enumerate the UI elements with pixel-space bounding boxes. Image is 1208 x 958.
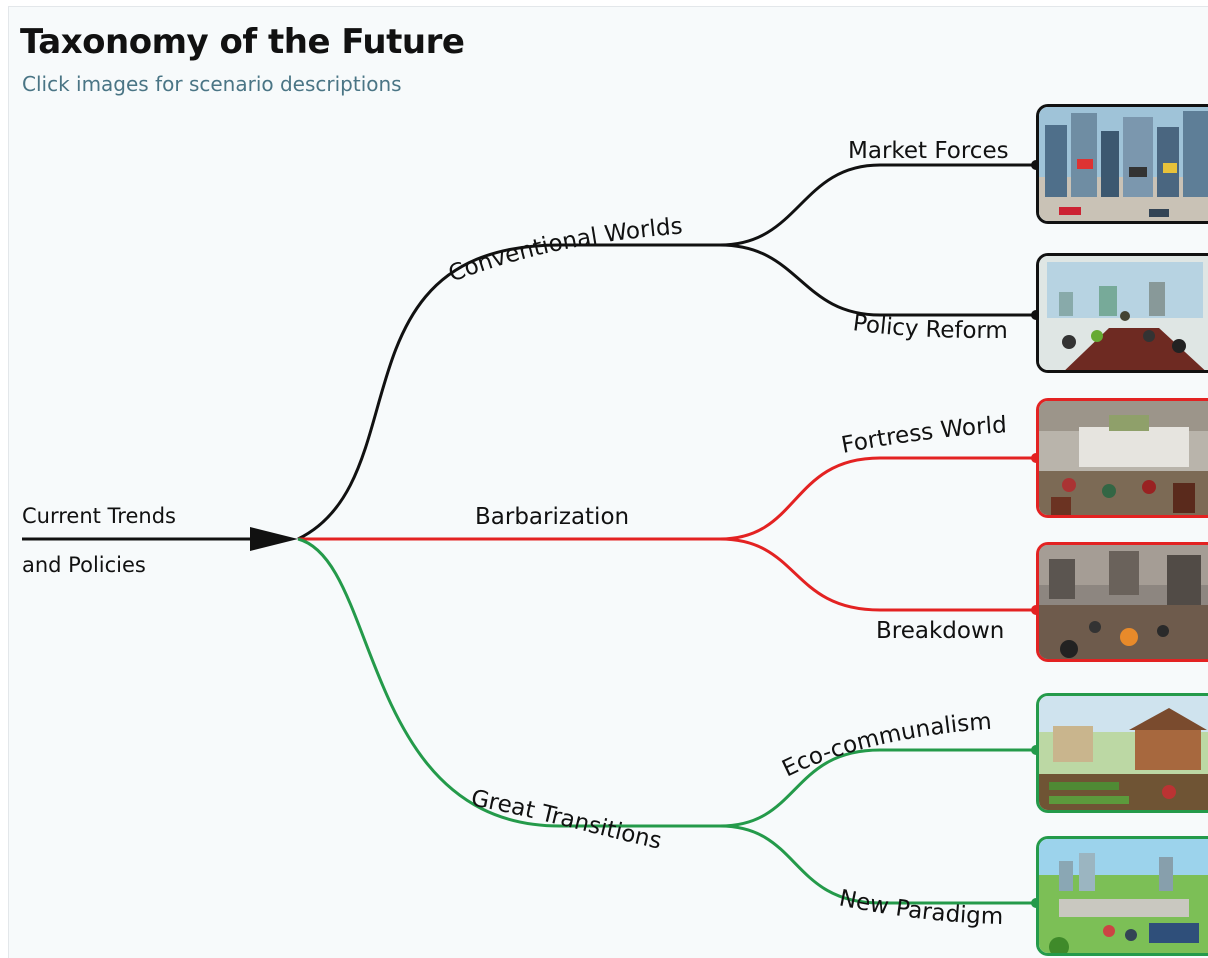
breakdown-branch — [719, 537, 1036, 612]
boardroom-meeting-scene-icon — [1039, 256, 1208, 370]
conventional-worlds-branch — [297, 243, 720, 541]
root-label-line2: and Policies — [22, 553, 146, 577]
market-forces-branch — [719, 163, 1036, 247]
fortress-world-image[interactable] — [1036, 398, 1208, 518]
green-city-scene-icon — [1039, 839, 1208, 953]
eco-communalism-label: Eco-communalism — [778, 709, 992, 783]
ruined-city-scene-icon — [1039, 545, 1208, 659]
root-arrowhead — [250, 527, 298, 551]
market-forces-image[interactable] — [1036, 104, 1208, 224]
barbarization-label: Barbarization — [475, 504, 629, 530]
city-skyline-scene-icon — [1039, 107, 1208, 221]
eco-communalism-image[interactable] — [1036, 693, 1208, 813]
breakdown-image[interactable] — [1036, 542, 1208, 662]
village-garden-scene-icon — [1039, 696, 1208, 810]
policy-reform-image[interactable] — [1036, 253, 1208, 373]
new-paradigm-image[interactable] — [1036, 836, 1208, 956]
policy-reform-branch — [719, 243, 1036, 317]
market-forces-label: Market Forces — [848, 138, 1009, 164]
conventional-worlds-label: Conventional Worlds — [445, 213, 683, 287]
fortress-world-label: Fortress World — [839, 412, 1007, 459]
root-label-line1: Current Trends — [22, 504, 176, 528]
page-title: Taxonomy of the Future — [20, 22, 465, 62]
eco-communalism-branch — [719, 748, 1036, 828]
fortress-world-branch — [719, 456, 1036, 541]
great-transitions-label: Great Transitions — [469, 785, 664, 854]
breakdown-label: Breakdown — [876, 618, 1004, 644]
new-paradigm-branch — [719, 824, 1036, 905]
page-subtitle: Click images for scenario descriptions — [22, 72, 402, 96]
walled-enclave-scene-icon — [1039, 401, 1208, 515]
new-paradigm-label: New Paradigm — [837, 885, 1004, 930]
great-transitions-branch — [297, 537, 720, 828]
